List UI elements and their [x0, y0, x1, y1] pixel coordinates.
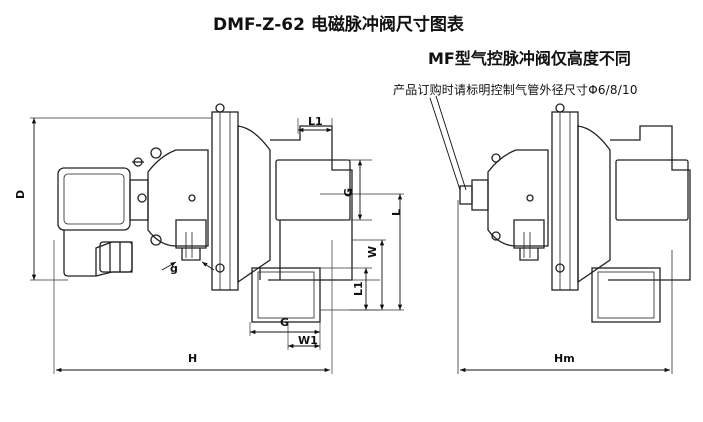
electromagnetic-valve-view: [57, 103, 353, 323]
extension-lines-left: [30, 117, 404, 374]
dim-label-g: g: [170, 262, 178, 275]
dim-label-L: L: [390, 209, 403, 216]
dimension-lines-left: [31, 118, 403, 373]
dimension-lines-right: [457, 200, 673, 374]
note-leader-line: [429, 97, 461, 191]
page-title: DMF-Z-62 电磁脉冲阀尺寸图表: [213, 15, 464, 35]
dim-label-Hm: Hm: [554, 352, 575, 365]
dim-label-W1: W1: [298, 334, 318, 347]
note-leader-line-2: [435, 95, 467, 191]
dim-label-L1-side: L1: [352, 281, 365, 296]
dim-label-L1-top: L1: [308, 115, 323, 128]
dim-label-G-bottom: G: [280, 316, 289, 329]
pneumatic-valve-view: [459, 103, 691, 323]
dim-label-W: W: [366, 246, 379, 258]
dim-label-H: H: [188, 352, 197, 365]
dim-label-D: D: [14, 190, 27, 199]
page-subtitle: MF型气控脉冲阀仅高度不同: [428, 49, 631, 68]
dim-label-G-side: G: [342, 188, 355, 197]
order-note: 产品订购时请标明控制气管外径尺寸Φ6/8/10: [393, 83, 638, 97]
